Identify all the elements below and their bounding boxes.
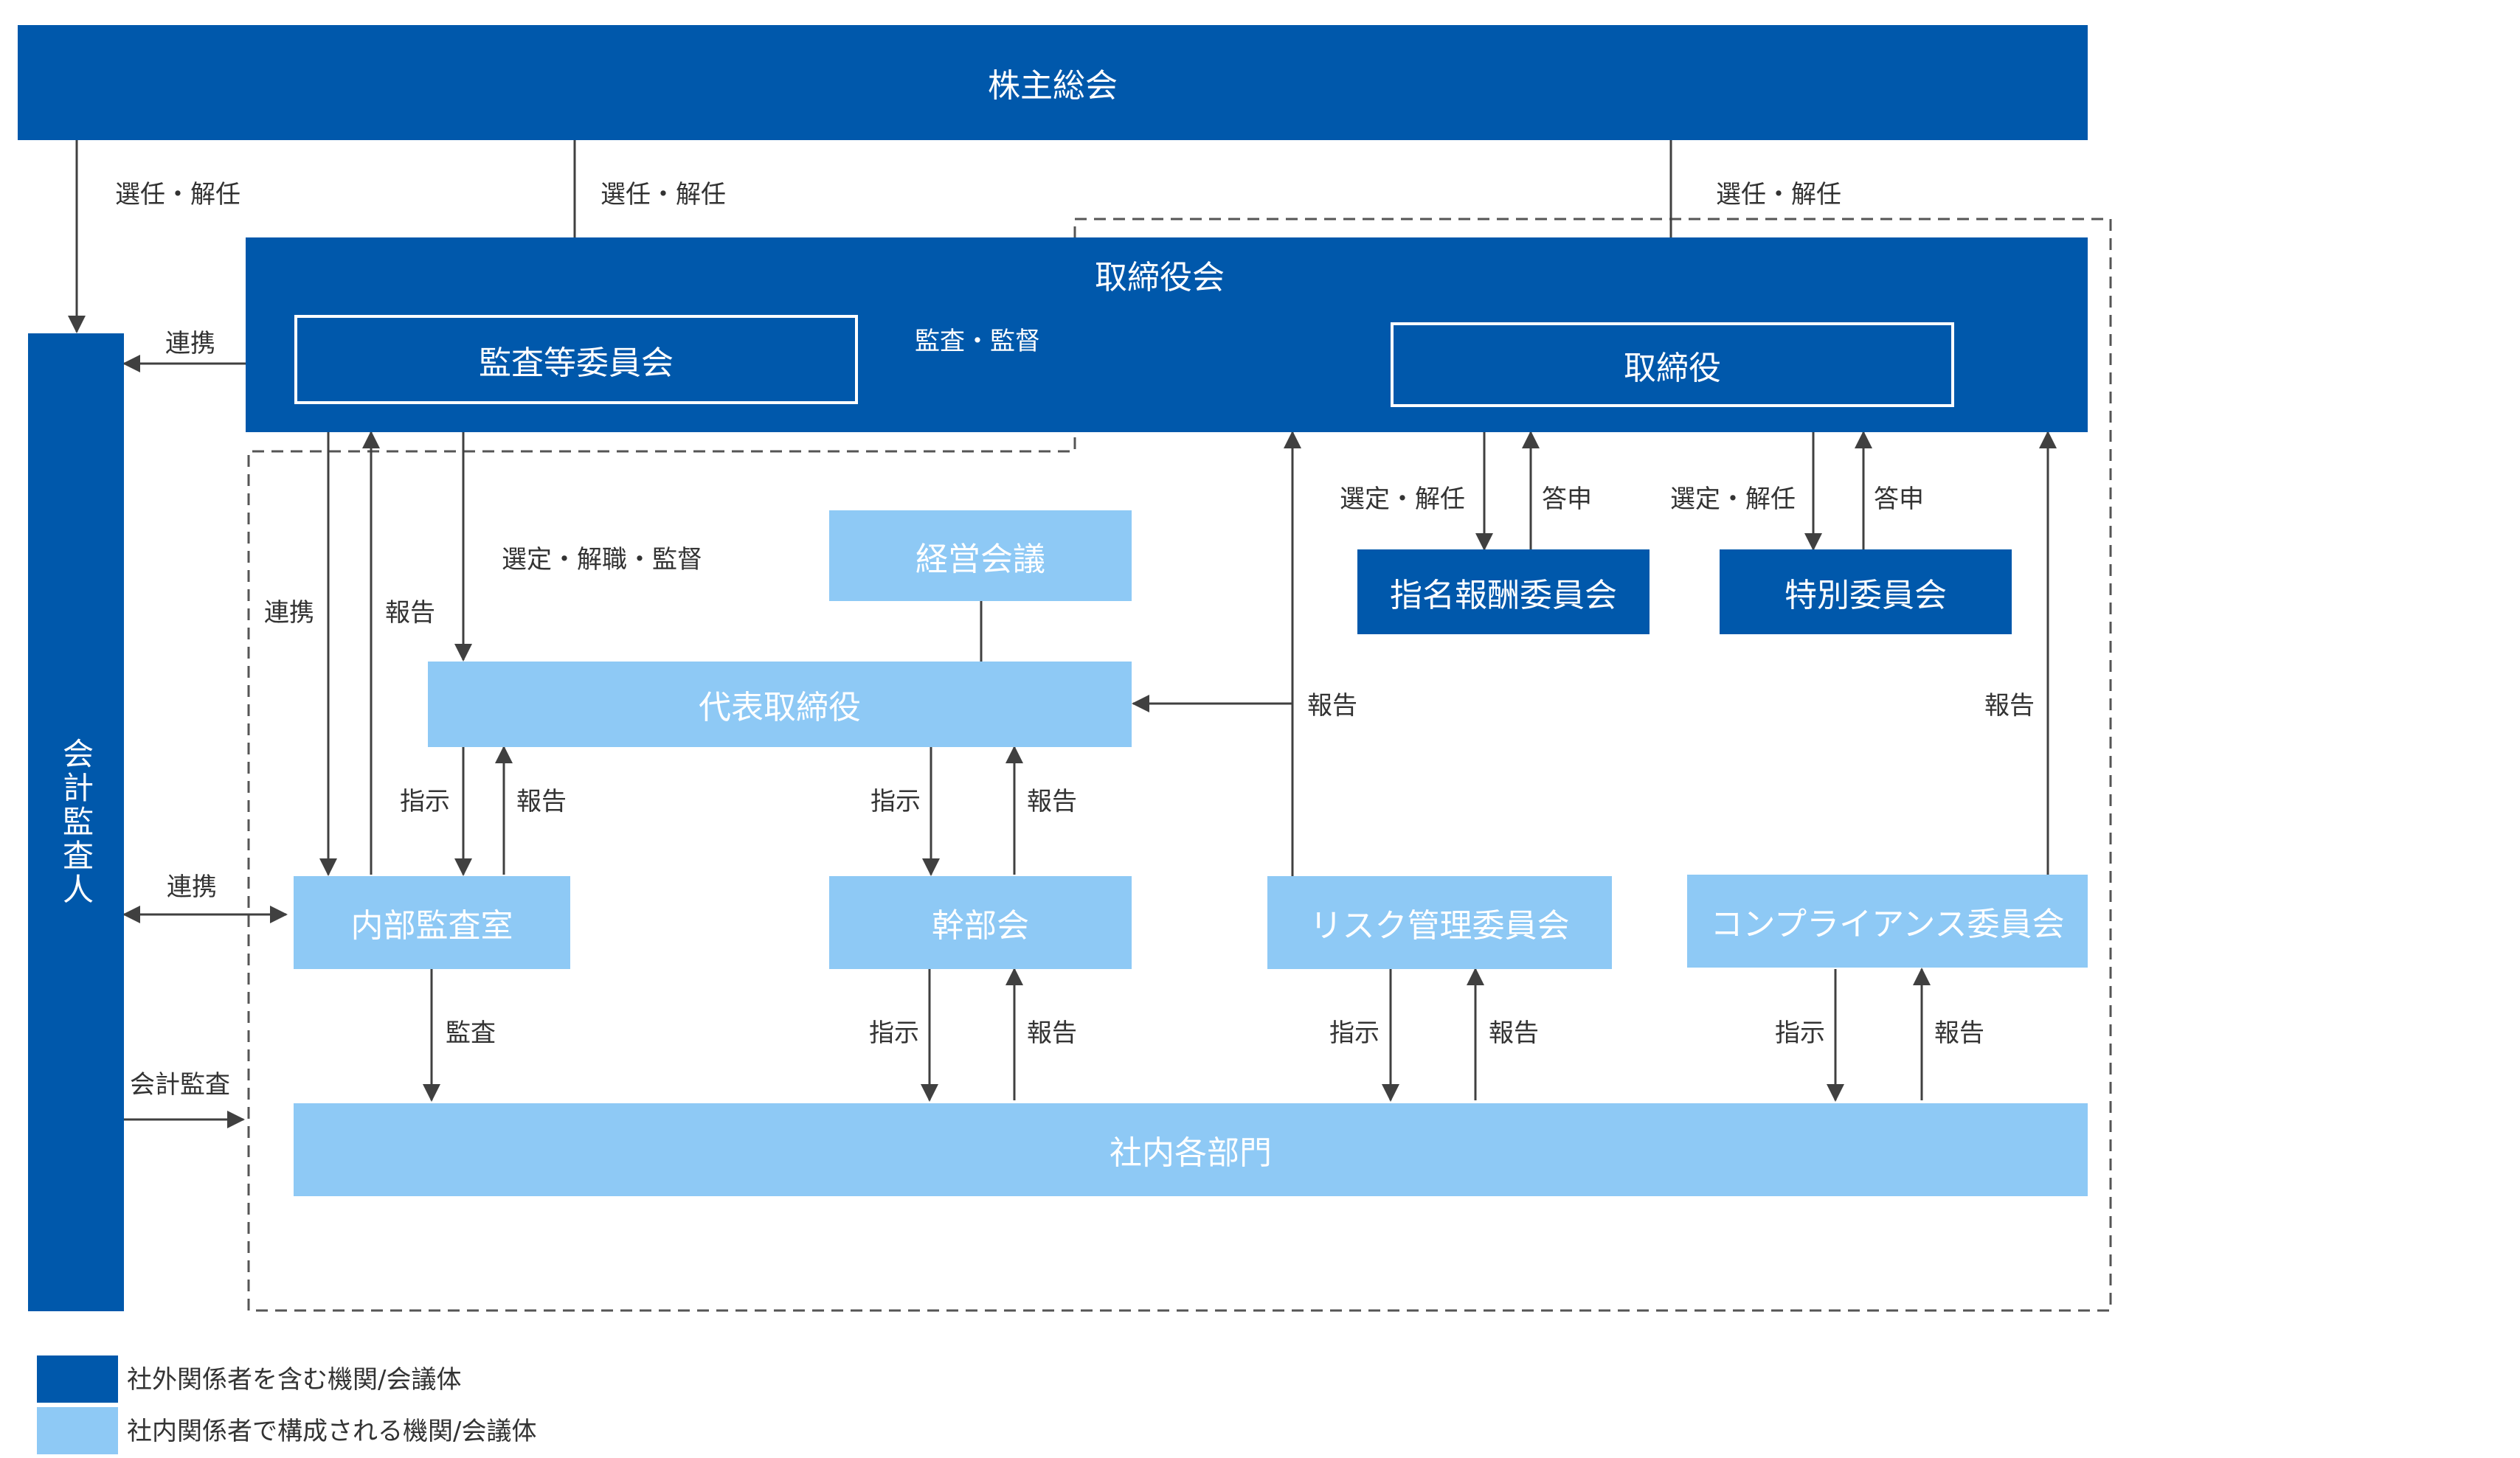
compliance-label: コンプライアンス委員会 [1710,906,2065,943]
shareholders-label: 株主総会 [988,67,1118,105]
departments-box: 社内各部門 [294,1103,2088,1196]
risk-label: リスク管理委員会 [1309,907,1570,945]
legend-light-swatch [37,1407,118,1454]
nomination-committee-box: 指名報酬委員会 [1357,549,1650,634]
directors-box: 取締役 [1391,322,1954,407]
president-label: 代表取締役 [699,689,861,726]
label-instr-1: 指示 [400,787,450,816]
label-appoint: 選定・解職・監督 [502,545,702,574]
board-title: 取締役会 [1095,259,1225,296]
departments-label: 社内各部門 [1110,1134,1272,1172]
internal-audit-label: 内部監査室 [350,907,513,945]
compliance-committee-box: コンプライアンス委員会 [1687,875,2088,968]
label-instr-4: 指示 [1329,1018,1380,1048]
label-report-ia: 報告 [385,598,435,628]
directors-label: 取締役 [1624,349,1721,387]
management-meeting-label: 経営会議 [915,540,1045,578]
legend-dark-label: 社外関係者を含む機関/会議体 [127,1365,462,1395]
president-box: 代表取締役 [428,662,1132,747]
auditor-box: 会計監査人 [28,333,124,1311]
label-report-4: 報告 [1489,1018,1539,1048]
legend-light-label: 社内関係者で構成される機関/会議体 [127,1417,537,1446]
label-reply-1: 答申 [1542,485,1592,514]
audit-committee-label: 監査等委員会 [479,344,674,382]
label-instr-2: 指示 [870,787,921,816]
executive-council-box: 幹部会 [829,876,1132,969]
executive-council-label: 幹部会 [932,907,1029,945]
label-report-comp: 報告 [1984,691,2035,721]
nomination-label: 指名報酬委員会 [1390,576,1617,614]
shareholders-box: 株主総会 [18,25,2088,140]
internal-audit-box: 内部監査室 [294,876,570,969]
board-box [246,237,2088,432]
special-committee-box: 特別委員会 [1720,549,2012,634]
label-cooperate-2: 連携 [264,598,314,628]
label-elect-1: 選任・解任 [115,180,240,209]
management-meeting-box: 経営会議 [829,510,1132,601]
label-accounting-audit: 会計監査 [130,1070,230,1100]
label-report-pres: 報告 [1307,691,1357,721]
label-reply-2: 答申 [1874,485,1924,514]
label-select-1: 選定・解任 [1340,485,1465,514]
label-select-2: 選定・解任 [1670,485,1796,514]
label-elect-2: 選任・解任 [600,180,726,209]
special-label: 特別委員会 [1785,576,1947,614]
label-report-2: 報告 [1027,787,1077,816]
dashed-frame-board [247,218,2112,1312]
auditor-label: 会計監査人 [58,737,94,907]
audit-committee-box: 監査等委員会 [294,315,858,404]
label-elect-3: 選任・解任 [1716,180,1841,209]
label-cooperate-3: 連携 [167,872,217,902]
label-audit-supervise: 監査・監督 [915,327,1040,356]
label-report-5: 報告 [1934,1018,1984,1048]
label-report-3: 報告 [1027,1018,1077,1048]
label-cooperate-1: 連携 [165,329,215,358]
label-audit: 監査 [446,1018,496,1048]
label-report-1: 報告 [516,787,567,816]
label-instr-3: 指示 [869,1018,919,1048]
dashed-frames [247,218,2112,1312]
risk-committee-box: リスク管理委員会 [1267,876,1612,969]
label-instr-5: 指示 [1775,1018,1825,1048]
legend-dark-swatch [37,1355,118,1403]
